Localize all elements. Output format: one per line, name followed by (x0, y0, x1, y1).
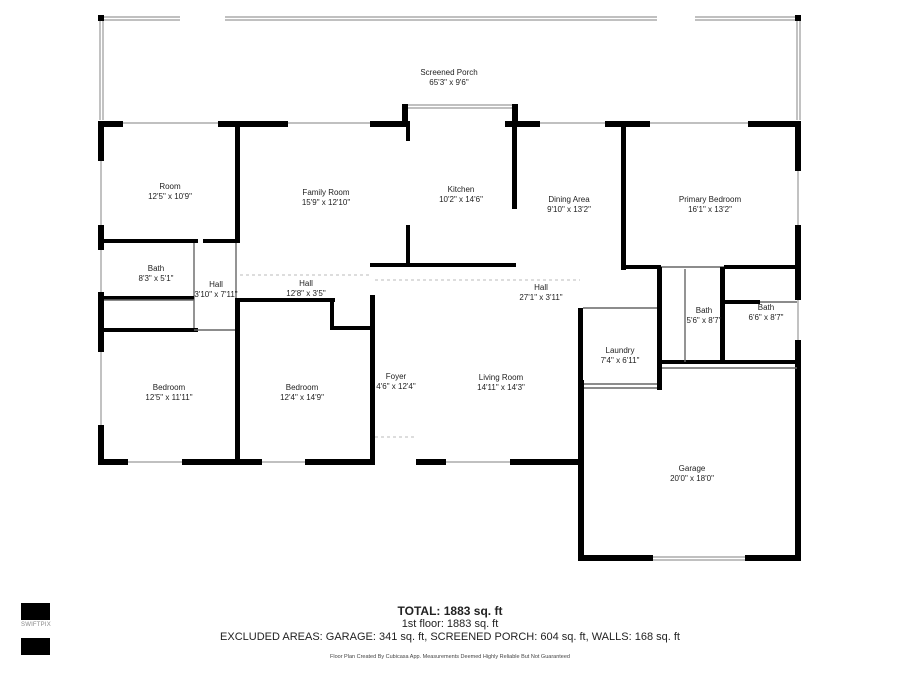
room-dimensions: 9'10" x 13'2" (547, 205, 591, 214)
room-dimensions: 20'0" x 18'0" (670, 474, 714, 483)
room-label-laundry: Laundry 7'4" x 6'11" (601, 346, 640, 366)
room-label-primary-bedroom: Primary Bedroom 16'1" x 13'2" (679, 195, 741, 215)
room-label-living-room: Living Room 14'11" x 14'3" (477, 373, 525, 393)
room-name: Bath (147, 264, 165, 273)
room-name: Screened Porch (420, 68, 478, 77)
room-name: Laundry (605, 346, 635, 355)
interior-walls (98, 121, 801, 465)
room-label-bath-left: Bath 8'3" x 5'1" (139, 264, 174, 284)
room-dimensions: 7'4" x 6'11" (600, 356, 640, 365)
room-dimensions: 6'6" x 8'7" (748, 313, 784, 322)
room-label-hall-long: Hall 27'1" x 3'11" (519, 283, 562, 303)
excluded-areas: EXCLUDED AREAS: GARAGE: 341 sq. ft, SCRE… (220, 631, 680, 643)
logo-block-bottom (21, 638, 50, 655)
room-name: Dining Area (548, 195, 590, 204)
room-dimensions: 12'5" x 11'11" (145, 393, 193, 402)
room-label-bath-mid: Bath 5'6" x 8'7" (687, 306, 722, 326)
room-label-hall-small: Hall 3'10" x 7'11" (194, 280, 237, 300)
brand-logo: SWIFTPIX (21, 603, 51, 655)
room-dimensions: 12'5" x 10'9" (148, 192, 192, 201)
room-dimensions: 15'9" x 12'10" (301, 198, 351, 207)
room-name: Bedroom (152, 383, 186, 392)
room-name: Garage (678, 464, 706, 473)
room-dimensions: 12'4" x 14'9" (280, 393, 324, 402)
room-label-garage: Garage 20'0" x 18'0" (670, 464, 714, 484)
room-name: Hall (209, 280, 223, 289)
room-name: Bath (695, 306, 713, 315)
room-dimensions: 14'11" x 14'3" (477, 383, 525, 392)
room-dimensions: 27'1" x 3'11" (519, 293, 563, 302)
room-dimensions: 12'8" x 3'5" (286, 289, 326, 298)
door-markers (240, 274, 580, 438)
room-label-bedroom-left: Bedroom 12'5" x 11'11" (145, 383, 192, 403)
room-name: Foyer (385, 372, 407, 381)
room-dimensions: 3'10" x 7'11" (194, 290, 238, 299)
room-label-bedroom-mid: Bedroom 12'4" x 14'9" (280, 383, 324, 403)
exterior-walls (98, 104, 801, 561)
room-dimensions: 5'6" x 8'7" (686, 316, 722, 325)
room-dimensions: 65'3" x 9'6" (429, 78, 469, 87)
room-dimensions: 10'2" x 14'6" (439, 195, 483, 204)
room-name: Living Room (478, 373, 524, 382)
room-label-family-room: Family Room 15'9" x 12'10" (302, 188, 350, 208)
room-dimensions: 8'3" x 5'1" (138, 274, 174, 283)
logo-block-top (21, 603, 50, 620)
room-label-hall-mid: Hall 12'8" x 3'5" (286, 279, 325, 299)
screened-porch-frame (98, 15, 801, 120)
room-label-kitchen: Kitchen 10'2" x 14'6" (439, 185, 483, 205)
room-name: Bedroom (285, 383, 319, 392)
logo-text: SWIFTPIX (21, 622, 51, 628)
room-label-room: Room 12'5" x 10'9" (148, 182, 192, 202)
room-label-foyer: Foyer 4'6" x 12'4" (376, 372, 415, 392)
floor-plan-drawing (98, 15, 801, 561)
room-name: Hall (299, 279, 313, 288)
room-dimensions: 4'6" x 12'4" (376, 382, 416, 391)
room-label-dining-area: Dining Area 9'10" x 13'2" (547, 195, 591, 215)
room-name: Hall (534, 283, 548, 292)
floor-area: 1st floor: 1883 sq. ft (401, 618, 499, 630)
room-dimensions: 16'1" x 13'2" (688, 205, 732, 214)
room-label-screened-porch: Screened Porch 65'3" x 9'6" (420, 68, 477, 88)
room-label-bath-right: Bath 6'6" x 8'7" (749, 303, 784, 323)
room-name: Bath (757, 303, 775, 312)
credit-note: Floor Plan Created By Cubicasa App. Meas… (330, 654, 570, 660)
room-name: Family Room (302, 188, 350, 197)
room-name: Kitchen (447, 185, 475, 194)
room-name: Primary Bedroom (678, 195, 742, 204)
total-area: TOTAL: 1883 sq. ft (397, 604, 503, 618)
room-name: Room (159, 182, 181, 191)
